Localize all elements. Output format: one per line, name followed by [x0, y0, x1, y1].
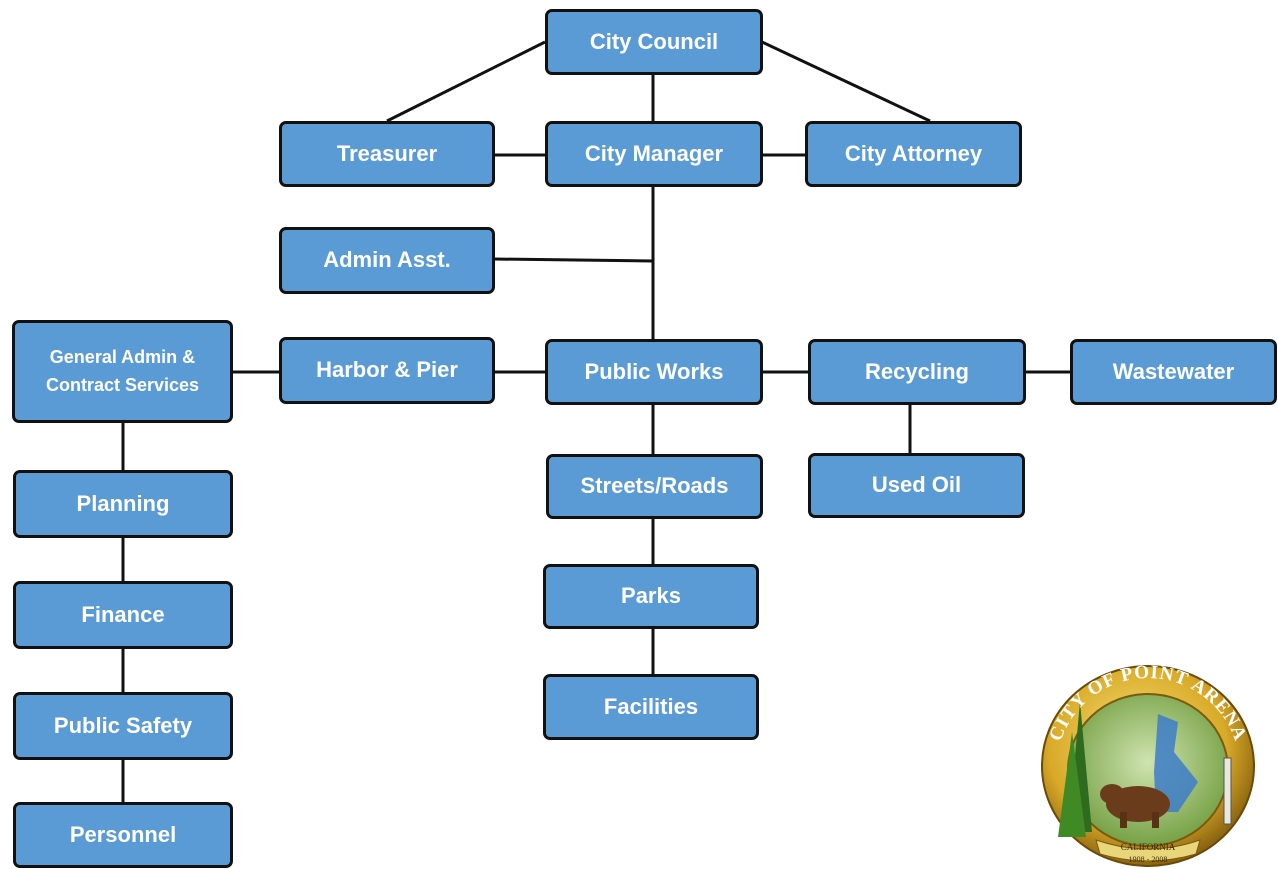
finance-box[interactable]: Finance [13, 581, 233, 649]
recycling-box[interactable]: Recycling [808, 339, 1026, 405]
planning-box[interactable]: Planning [13, 470, 233, 538]
streets-roads-box[interactable]: Streets/Roads [546, 454, 763, 519]
seal-center [1067, 693, 1229, 847]
city-manager-box[interactable]: City Manager [545, 121, 763, 187]
seal-lighthouse-shape [1223, 757, 1232, 825]
seal-ocean-shape [1154, 714, 1198, 812]
public-safety-label: Public Safety [53, 712, 193, 738]
connector-council-treasurer [386, 40, 546, 123]
seal-banner-text: CALIFORNIA [1121, 842, 1176, 852]
connector-admin-spine [493, 257, 654, 263]
treasurer-label: Treasurer [336, 140, 438, 166]
wastewater-box[interactable]: Wastewater [1070, 339, 1277, 405]
admin-asst-box[interactable]: Admin Asst. [279, 227, 495, 294]
city-council-label: City Council [589, 28, 719, 54]
parks-label: Parks [621, 583, 681, 609]
seal-bear-leg-2 [1152, 812, 1159, 828]
city-attorney-box[interactable]: City Attorney [805, 121, 1022, 187]
city-manager-label: City Manager [584, 140, 724, 166]
facilities-box[interactable]: Facilities [543, 674, 759, 740]
seal-years-text: 1908 - 2008 [1129, 855, 1168, 864]
general-admin-label: General Admin & Contract Services [46, 344, 199, 400]
public-safety-box[interactable]: Public Safety [13, 692, 233, 760]
city-attorney-label: City Attorney [844, 140, 983, 166]
parks-box[interactable]: Parks [543, 564, 759, 629]
used-oil-label: Used Oil [871, 472, 962, 498]
planning-label: Planning [76, 490, 170, 516]
public-works-box[interactable]: Public Works [545, 339, 763, 405]
used-oil-box[interactable]: Used Oil [808, 453, 1025, 518]
harbor-pier-label: Harbor & Pier [316, 357, 458, 383]
city-seal-icon: CITY OF POINT ARENA CALIFORNIA 1908 - 20… [1041, 662, 1255, 867]
seal-bear-head-shape [1100, 784, 1124, 804]
seal-tree-shape-2 [1058, 732, 1086, 837]
wastewater-label: Wastewater [1112, 358, 1235, 384]
connector-council-attorney [761, 40, 931, 123]
general-admin-label-line1: General Admin & [49, 346, 196, 367]
general-admin-label-line2: Contract Services [45, 374, 200, 395]
general-admin-box[interactable]: General Admin & Contract Services [12, 320, 233, 423]
personnel-label: Personnel [69, 821, 177, 847]
seal-banner [1095, 839, 1201, 862]
admin-asst-label: Admin Asst. [323, 247, 451, 273]
personnel-box[interactable]: Personnel [13, 802, 233, 868]
harbor-pier-box[interactable]: Harbor & Pier [279, 337, 495, 404]
public-works-label: Public Works [584, 358, 724, 384]
city-council-box[interactable]: City Council [545, 9, 763, 75]
seal-bear-leg-1 [1120, 812, 1127, 828]
streets-roads-label: Streets/Roads [580, 473, 729, 499]
recycling-label: Recycling [865, 358, 969, 384]
facilities-label: Facilities [603, 693, 699, 719]
finance-label: Finance [81, 601, 165, 627]
treasurer-box[interactable]: Treasurer [279, 121, 495, 187]
